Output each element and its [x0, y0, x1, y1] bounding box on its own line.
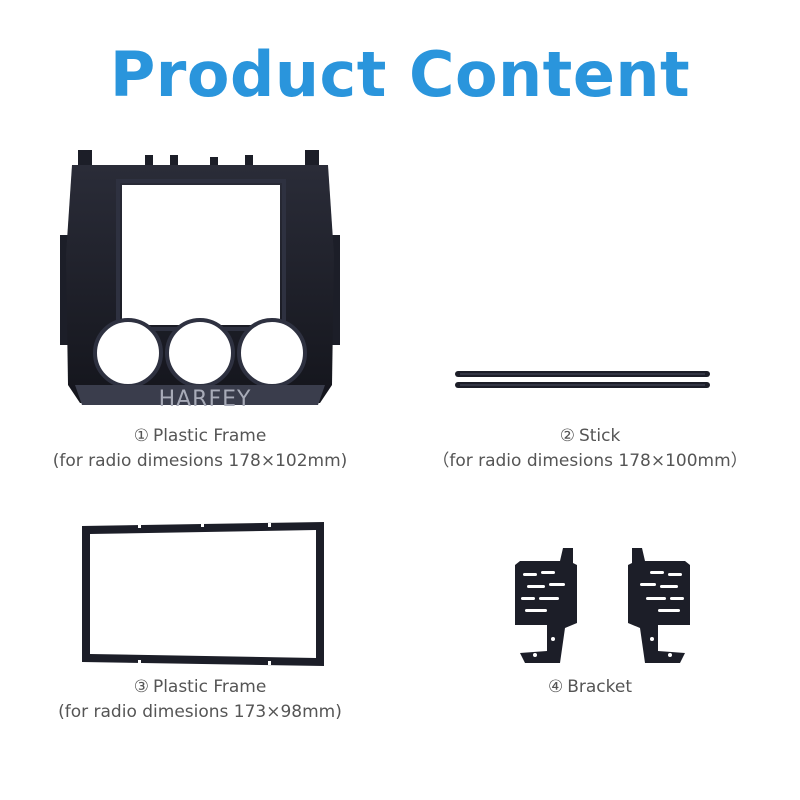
item-number: ①	[133, 426, 149, 446]
item-name: Plastic Frame	[152, 426, 267, 446]
item-name: Stick	[578, 426, 621, 446]
item-number: ②	[559, 426, 575, 446]
page-title: Product Content	[109, 38, 691, 111]
item-name: Plastic Frame	[152, 677, 267, 697]
item-spec: （for radio dimesions 178×100mm）	[432, 451, 748, 471]
item-spec: (for radio dimesions 178×102mm)	[52, 451, 348, 471]
stick-image	[450, 368, 715, 393]
item-number: ④	[547, 677, 564, 697]
rectangular-frame-image	[78, 520, 328, 668]
watermark: HARFEY	[158, 387, 252, 412]
plastic-frame-image: HARFEY	[50, 135, 350, 420]
item-name: Bracket	[567, 677, 633, 697]
item-spec: (for radio dimesions 173×98mm)	[58, 702, 342, 722]
item-number: ③	[133, 677, 149, 697]
bracket-image	[505, 543, 700, 673]
